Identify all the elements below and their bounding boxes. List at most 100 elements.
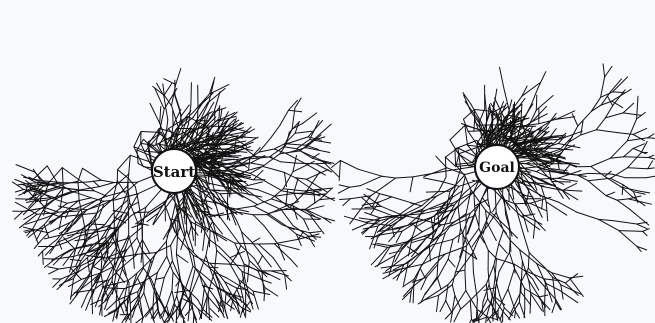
tree-branch-segment (219, 247, 230, 258)
tree-branch-segment (588, 178, 611, 180)
tree-branch-segment (264, 226, 278, 245)
tree-branch-segment (606, 192, 615, 195)
tree-branch-segment (440, 301, 446, 312)
tree-branch-segment (450, 140, 459, 154)
tree-branch-segment (101, 180, 114, 182)
tree-branch-segment (159, 278, 164, 299)
tree-branch-segment (38, 251, 42, 256)
tree-branch-segment (515, 311, 516, 317)
tree-branch-segment (49, 269, 59, 274)
tree-branch-segment (648, 161, 653, 169)
tree-branch-segment (422, 191, 439, 206)
tree-branch-segment (156, 144, 170, 146)
tree-branch-segment (151, 241, 166, 259)
tree-branch-segment (331, 161, 340, 168)
tree-branch-segment (504, 200, 505, 215)
tree-branch-segment (633, 128, 647, 134)
tree-branch-segment (164, 83, 172, 95)
tree-branch-segment (252, 238, 260, 243)
tree-branch-segment (148, 145, 152, 169)
tree-branch-segment (528, 253, 529, 269)
tree-branch-segment (431, 217, 432, 229)
tree-branch-segment (606, 196, 617, 201)
tree-branch-segment (559, 202, 576, 212)
tree-branch-segment (310, 232, 321, 233)
tree-branch-segment (488, 250, 496, 258)
tree-branch-segment (617, 200, 630, 210)
tree-branch-segment (78, 168, 83, 181)
tree-branch-segment (624, 157, 649, 158)
tree-branch-segment (374, 237, 378, 248)
tree-branch-segment (497, 283, 500, 295)
tree-branch-segment (646, 176, 655, 178)
tree-branch-segment (250, 163, 264, 165)
tree-branch-segment (539, 295, 548, 297)
tree-branch-segment (231, 206, 254, 210)
tree-branch-segment (510, 240, 519, 249)
tree-branch-segment (437, 277, 441, 290)
tree-branch-segment (306, 206, 324, 210)
tree-branch-segment (280, 110, 289, 125)
tree-branch-segment (648, 138, 655, 139)
tree-branch-segment (565, 283, 578, 295)
tree-branch-segment (643, 229, 650, 232)
tree-branch-segment (271, 126, 280, 138)
tree-branch-segment (437, 295, 439, 311)
tree-branch-segment (91, 271, 92, 292)
start-tree (12, 69, 338, 323)
tree-branch-segment (619, 231, 643, 232)
tree-branch-segment (343, 199, 350, 206)
tree-branch-segment (611, 168, 628, 179)
tree-branch-segment (493, 196, 503, 212)
tree-branch-segment (458, 206, 461, 228)
tree-branch-segment (536, 95, 537, 110)
tree-branch-segment (402, 204, 415, 213)
tree-branch-segment (365, 213, 380, 218)
tree-branch-segment (237, 288, 248, 290)
tree-branch-segment (445, 157, 456, 167)
tree-branch-segment (267, 215, 282, 225)
tree-branch-segment (535, 220, 545, 231)
tree-branch-segment (43, 251, 44, 264)
tree-branch-segment (462, 177, 465, 192)
tree-branch-segment (581, 130, 597, 135)
tree-branch-segment (274, 244, 291, 260)
start-node: Start (152, 149, 196, 193)
tree-branch-segment (265, 288, 278, 296)
tree-branch-segment (361, 176, 382, 185)
tree-branch-segment (479, 109, 485, 123)
tree-branch-segment (339, 185, 350, 187)
tree-branch-segment (138, 278, 142, 287)
tree-branch-segment (486, 317, 487, 323)
tree-branch-segment (253, 291, 258, 309)
tree-branch-segment (552, 302, 556, 313)
tree-branch-segment (23, 227, 32, 229)
tree-branch-segment (450, 125, 465, 139)
tree-branch-segment (477, 309, 478, 318)
tree-branch-segment (628, 168, 648, 169)
tree-branch-segment (489, 285, 492, 297)
tree-branch-segment (225, 294, 226, 308)
tree-branch-segment (601, 77, 605, 97)
tree-branch-segment (191, 222, 193, 240)
tree-branch-segment (524, 309, 525, 318)
tree-branch-segment (521, 292, 531, 305)
tree-branch-segment (601, 92, 613, 97)
tree-branch-segment (16, 165, 35, 172)
tree-branch-segment (466, 237, 477, 259)
tree-branch-segment (176, 69, 181, 85)
tree-branch-segment (514, 264, 524, 270)
tree-branch-segment (488, 270, 489, 285)
tree-branch-segment (172, 272, 173, 290)
tree-branch-segment (99, 183, 114, 187)
tree-branch-segment (610, 157, 623, 159)
tree-branch-segment (448, 239, 453, 259)
tree-branch-segment (588, 181, 606, 196)
tree-branch-segment (176, 309, 177, 322)
tree-branch-segment (15, 211, 23, 219)
tree-branch-segment (164, 261, 172, 278)
tree-branch-segment (556, 300, 562, 310)
tree-branch-segment (581, 121, 583, 135)
tree-branch-segment (591, 167, 605, 177)
tree-branch-segment (308, 236, 314, 247)
